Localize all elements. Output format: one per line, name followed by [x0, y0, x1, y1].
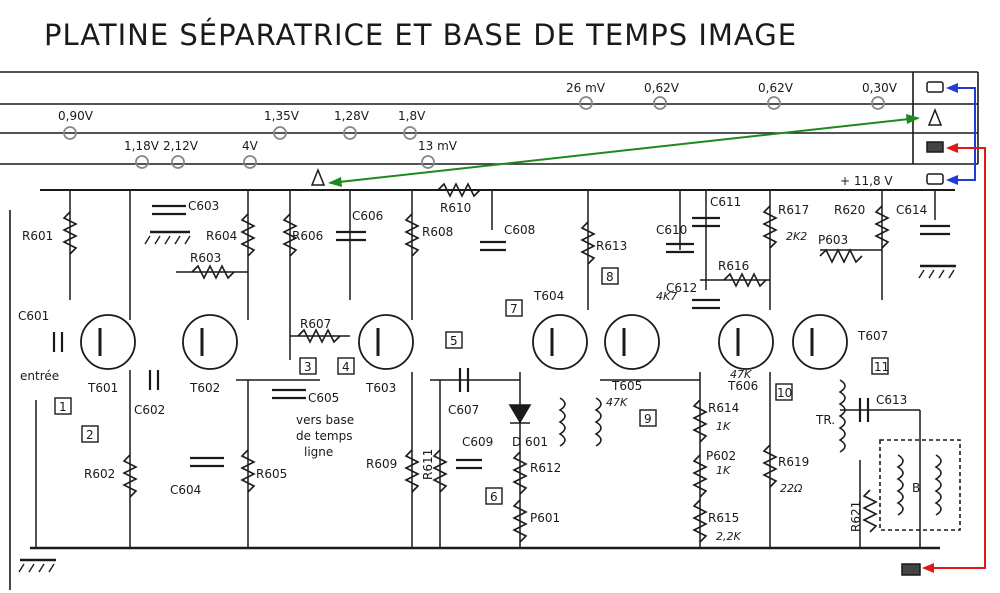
rail2-v4: 1,8V	[398, 109, 426, 123]
supply-connector-icon	[926, 173, 944, 185]
pulse-symbol	[926, 81, 944, 93]
hand-note-6: 22Ω	[780, 482, 803, 495]
rail2-v2: 1,35V	[264, 109, 300, 123]
label-c610: C610	[656, 223, 687, 237]
testpoint-2: 2	[86, 428, 94, 442]
rail-pads	[63, 96, 885, 169]
label-t604: T604	[533, 289, 564, 303]
label-c605: C605	[308, 391, 339, 405]
hand-note-5: 2,2K	[716, 530, 741, 543]
label-c607: C607	[448, 403, 479, 417]
rail1-v2: 0,62V	[644, 81, 680, 95]
label-r615: R615	[708, 511, 739, 525]
label-c611: C611	[710, 195, 741, 209]
testpoint-8: 8	[606, 270, 614, 284]
note-ligne: ligne	[304, 445, 333, 459]
filled-rect-marker	[901, 563, 921, 576]
label-r620: R620	[834, 203, 865, 217]
label-r607: R607	[300, 317, 331, 331]
hand-note-8: 4K7	[656, 290, 677, 303]
label-c604: C604	[170, 483, 201, 497]
rail3-v2: 2,12V	[163, 139, 199, 153]
filled-rect-symbol	[926, 141, 944, 153]
label-c614: C614	[896, 203, 927, 217]
label-r606: R606	[292, 229, 323, 243]
label-t607: T607	[857, 329, 888, 343]
hand-note-3: 1K	[716, 420, 731, 433]
testpoint-5: 5	[450, 334, 458, 348]
label-r614: R614	[708, 401, 739, 415]
testpoint-10: 10	[777, 386, 792, 400]
label-r608: R608	[422, 225, 453, 239]
testpoint-4: 4	[342, 360, 350, 374]
testpoint-3: 3	[304, 360, 312, 374]
testpoint-1: 1	[59, 400, 67, 414]
label-p601: P601	[530, 511, 560, 525]
label-c606: C606	[352, 209, 383, 223]
hand-note-4: 1K	[716, 464, 731, 477]
triangle-symbol	[927, 107, 943, 126]
label-r602: R602	[84, 467, 115, 481]
rail1-v4: 0,30V	[862, 81, 898, 95]
testpoint-9: 9	[644, 412, 652, 426]
label-r612: R612	[530, 461, 561, 475]
label-t605: T605	[611, 379, 642, 393]
label-t601: T601	[87, 381, 118, 395]
label-r617: R617	[778, 203, 809, 217]
label-r609: R609	[366, 457, 397, 471]
testpoint-6: 6	[490, 490, 498, 504]
testpoint-7: 7	[510, 302, 518, 316]
label-coil-b: B	[912, 481, 920, 495]
rail1-v1: 26 mV	[566, 81, 606, 95]
label-r610: R610	[440, 201, 471, 215]
label-c609: C609	[462, 435, 493, 449]
rail2-v3: 1,28V	[334, 109, 370, 123]
label-tr: TR.	[815, 413, 835, 427]
hand-note-2: 47K	[730, 368, 752, 381]
testpoint-11: 11	[874, 360, 889, 374]
label-c612: C612	[666, 281, 697, 295]
label-p602: P602	[706, 449, 736, 463]
label-r619: R619	[778, 455, 809, 469]
label-t603: T603	[365, 381, 396, 395]
label-c613: C613	[876, 393, 907, 407]
supply-label: + 11,8 V	[840, 174, 893, 188]
label-r601: R601	[22, 229, 53, 243]
label-entree: entrée	[20, 369, 59, 383]
note-vers-base: vers base	[296, 413, 354, 427]
label-d601: D 601	[512, 435, 548, 449]
label-r616: R616	[718, 259, 749, 273]
rail3-v4: 13 mV	[418, 139, 458, 153]
note-de-temps: de temps	[296, 429, 352, 443]
label-r611: R611	[421, 449, 435, 480]
label-c603: C603	[188, 199, 219, 213]
triangle-marker	[310, 167, 326, 186]
label-c608: C608	[504, 223, 535, 237]
label-c601: C601	[18, 309, 49, 323]
label-r613: R613	[596, 239, 627, 253]
label-r604: R604	[206, 229, 237, 243]
rail3-v1: 1,18V	[124, 139, 160, 153]
rail2-v1: 0,90V	[58, 109, 94, 123]
label-c602: C602	[134, 403, 165, 417]
transistor-symbols	[80, 314, 848, 370]
label-r603: R603	[190, 251, 221, 265]
rail3-v3: 4V	[242, 139, 259, 153]
page-title: PLATINE SÉPARATRICE ET BASE DE TEMPS IMA…	[44, 18, 798, 52]
hand-note-1: 2K2	[786, 230, 807, 243]
label-r621: R621	[849, 501, 863, 532]
label-r605: R605	[256, 467, 287, 481]
label-t606: T606	[727, 379, 758, 393]
label-t602: T602	[189, 381, 220, 395]
rail1-v3: 0,62V	[758, 81, 794, 95]
hand-note-7: 47K	[606, 396, 628, 409]
label-p603: P603	[818, 233, 848, 247]
